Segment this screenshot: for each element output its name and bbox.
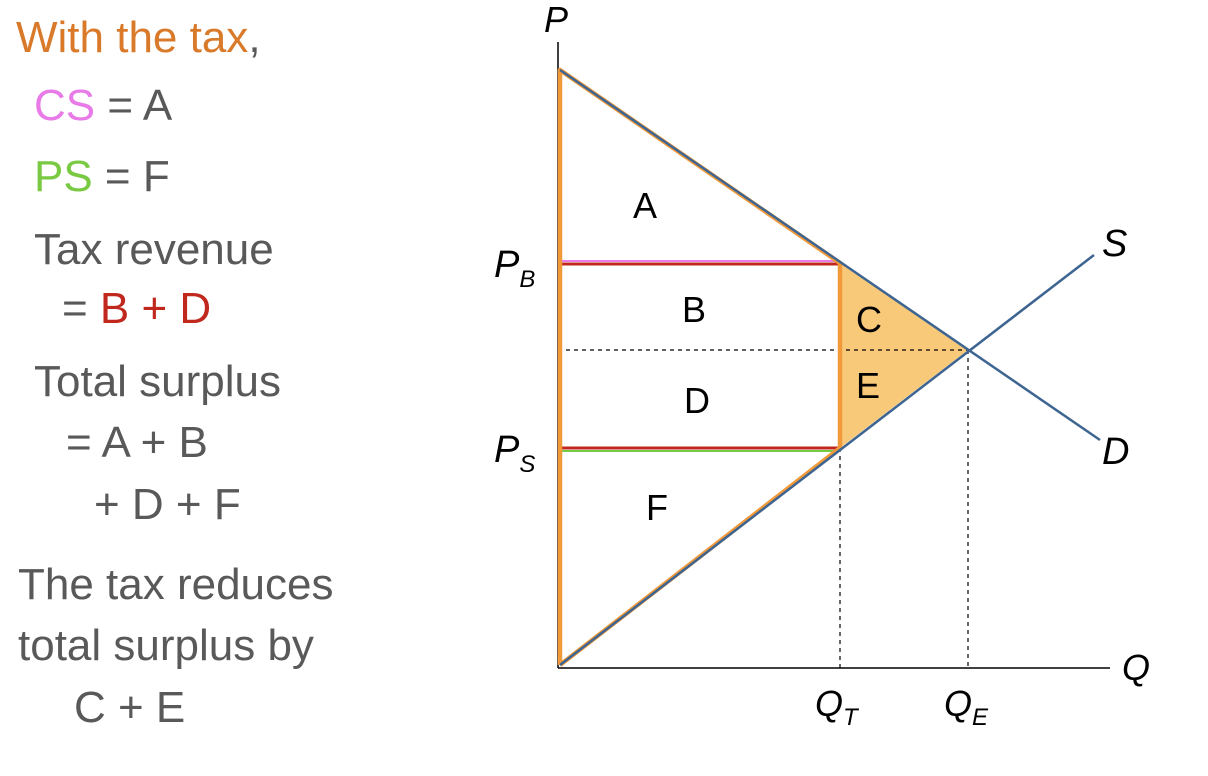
conclusion-line1: The tax reduces xyxy=(18,560,334,609)
area-e-label: E xyxy=(856,365,880,406)
heading-main: With the tax xyxy=(16,13,249,62)
ps-line: PS = F xyxy=(34,155,170,199)
tax-revenue-label: Tax revenue xyxy=(34,225,274,274)
tax-revenue-eq: = xyxy=(62,284,100,333)
area-a-label: A xyxy=(633,185,657,226)
area-b-label: B xyxy=(682,289,706,330)
x-axis-label: Q xyxy=(1122,647,1150,688)
demand-label: D xyxy=(1102,431,1129,473)
supply-label: S xyxy=(1102,223,1127,265)
area-c-label: C xyxy=(856,299,882,340)
demand-curve xyxy=(559,68,1101,442)
cs-line: CS = A xyxy=(34,84,172,128)
conclusion-line2: total surplus by xyxy=(18,621,314,670)
supply-curve xyxy=(559,254,1095,666)
deadweight-loss-area xyxy=(840,263,968,448)
heading-comma: , xyxy=(248,13,261,62)
total-surplus-line1: = A + B xyxy=(66,418,208,467)
qe-label: QE xyxy=(944,683,989,731)
tax-revenue-line: = B + D xyxy=(62,287,211,331)
ps-label: PS xyxy=(34,152,93,201)
tax-revenue-value: B + D xyxy=(99,284,212,333)
heading: With the tax, xyxy=(16,16,261,60)
total-surplus-label: Total surplus xyxy=(34,357,282,406)
qt-label: QT xyxy=(815,683,860,731)
seller-price-label: PS xyxy=(494,429,535,478)
y-axis-label: P xyxy=(544,0,568,40)
area-d-label: D xyxy=(684,380,710,421)
area-f-label: F xyxy=(646,487,668,528)
buyer-price-label: PB xyxy=(494,244,535,293)
total-surplus-line2: + D + F xyxy=(94,480,241,529)
ps-value: = F xyxy=(92,152,170,201)
cs-label: CS xyxy=(34,81,96,130)
conclusion-line3: C + E xyxy=(74,683,186,732)
cs-value: = A xyxy=(95,81,173,130)
surplus-outline xyxy=(557,67,843,667)
